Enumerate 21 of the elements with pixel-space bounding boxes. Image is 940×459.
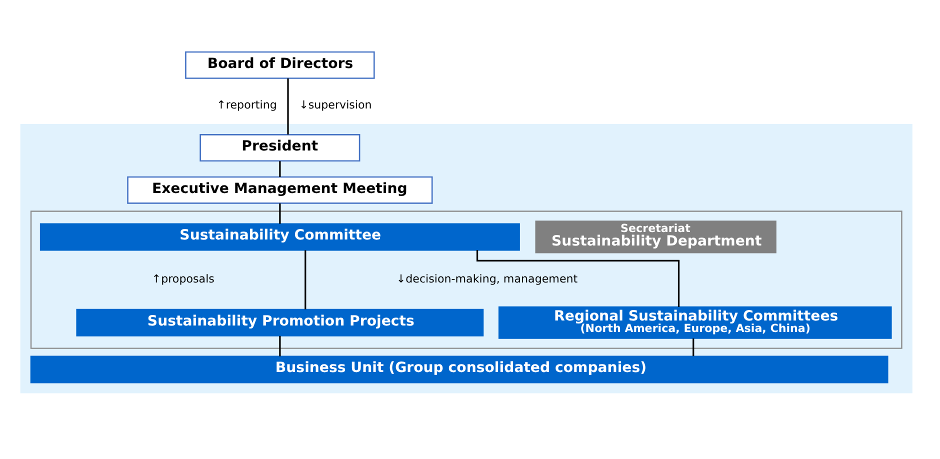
connector <box>476 250 680 306</box>
node-box: Secretariat Sustainability Department <box>535 220 776 253</box>
connector <box>279 160 281 176</box>
cluster <box>30 210 902 348</box>
connector <box>279 335 281 356</box>
node-box: Executive Management Meeting <box>127 176 433 204</box>
label: ↑proposals <box>152 272 214 286</box>
label: ↑reporting <box>216 98 277 111</box>
node-box: Sustainability Committee <box>40 222 520 250</box>
cluster <box>20 123 912 393</box>
connector <box>279 202 281 224</box>
label: ↓supervision <box>299 98 372 111</box>
node-box: Regional Sustainability Committees (North America, Europe, Asia, China) <box>498 306 892 338</box>
connector <box>287 78 289 134</box>
node-box: Board of Directors <box>185 50 375 78</box>
node-box: President <box>200 134 360 162</box>
node-box: Sustainability Promotion Projects <box>76 308 484 336</box>
node-box: Business Unit (Group consolidated companies) <box>30 355 888 383</box>
connector <box>304 250 306 309</box>
connector <box>692 338 694 356</box>
label: ↓decision-making, management <box>396 272 578 286</box>
